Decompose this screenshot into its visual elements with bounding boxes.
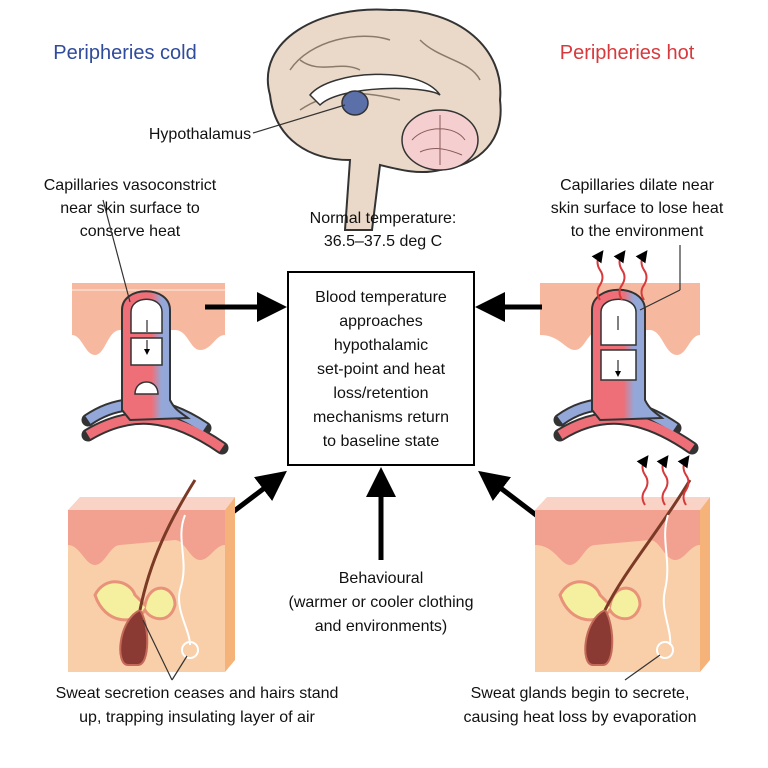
normal-temperature-label: Normal temperature: 36.5–37.5 deg C (310, 210, 457, 250)
brain-illustration (267, 8, 502, 231)
svg-text:Sweat glands begin to secrete,: Sweat glands begin to secrete, (471, 685, 690, 702)
svg-text:to baseline state: to baseline state (323, 433, 440, 450)
arrow-bottom-right-to-box (478, 470, 542, 520)
heat-wave-icons (591, 250, 648, 301)
svg-text:loss/retention: loss/retention (333, 385, 428, 402)
svg-text:causing heat loss by evaporati: causing heat loss by evaporation (463, 709, 696, 726)
svg-text:Behavioural: Behavioural (339, 570, 424, 587)
center-box-text: Blood temperature approaches hypothalami… (313, 289, 449, 450)
right-sweat-label: Sweat glands begin to secrete, causing h… (463, 685, 696, 726)
svg-text:36.5–37.5 deg C: 36.5–37.5 deg C (324, 233, 442, 250)
hypothalamus-pointer (252, 104, 346, 134)
svg-text:hypothalamic: hypothalamic (334, 337, 428, 354)
behavioural-label: Behavioural (warmer or cooler clothing a… (289, 570, 474, 635)
dilated-capillary-illustration (540, 250, 700, 455)
cold-skin-block-illustration (68, 479, 235, 672)
left-capillaries-label: Capillaries vasoconstrict near skin surf… (44, 177, 217, 240)
svg-text:approaches: approaches (339, 313, 423, 330)
svg-text:set-point and heat: set-point and heat (317, 361, 446, 378)
vasoconstricted-capillary-illustration (72, 283, 229, 455)
left-sweat-label: Sweat secretion ceases and hairs stand u… (56, 685, 339, 726)
title-peripheries-cold: Peripheries cold (53, 42, 196, 64)
hot-skin-block-illustration (535, 455, 710, 672)
svg-text:Normal temperature:: Normal temperature: (310, 210, 457, 227)
arrows (205, 292, 542, 560)
svg-text:and environments): and environments) (315, 618, 448, 635)
svg-text:up, trapping insulating layer: up, trapping insulating layer of air (79, 709, 315, 726)
svg-text:Capillaries vasoconstrict: Capillaries vasoconstrict (44, 177, 217, 194)
svg-text:Capillaries dilate near: Capillaries dilate near (560, 177, 715, 194)
svg-text:to the environment: to the environment (571, 223, 704, 240)
svg-text:skin surface to lose heat: skin surface to lose heat (551, 200, 724, 217)
hypothalamus-region (341, 90, 369, 116)
right-capillaries-label: Capillaries dilate near skin surface to … (551, 177, 724, 240)
center-box (287, 271, 475, 466)
hypothalamus-label: Hypothalamus (149, 126, 251, 143)
svg-text:conserve heat: conserve heat (80, 223, 181, 240)
svg-text:(warmer or cooler clothing: (warmer or cooler clothing (289, 594, 474, 611)
svg-text:mechanisms return: mechanisms return (313, 409, 449, 426)
title-peripheries-hot: Peripheries hot (560, 42, 695, 64)
svg-text:near skin surface to: near skin surface to (60, 200, 200, 217)
svg-text:Blood temperature: Blood temperature (315, 289, 447, 306)
svg-text:Sweat secretion ceases and hai: Sweat secretion ceases and hairs stand (56, 685, 339, 702)
